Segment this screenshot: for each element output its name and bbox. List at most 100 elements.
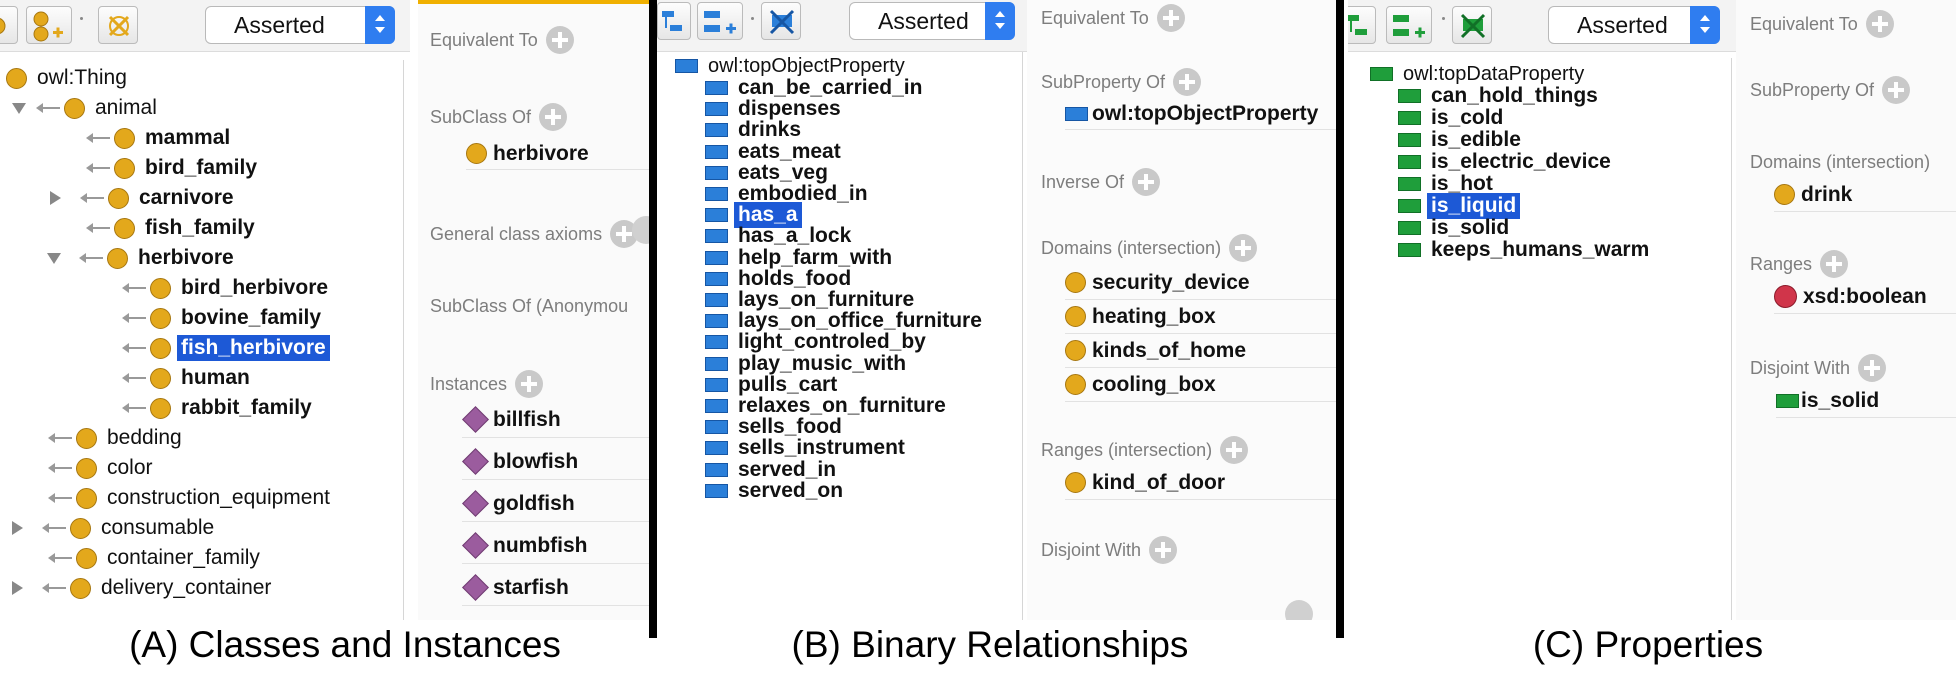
tree-node[interactable]: has_a [705,201,802,229]
tree-node[interactable]: is_solid [1398,214,1513,242]
tree-node[interactable]: embodied_in [705,180,872,208]
tree-node-fish-family[interactable]: fish_family [86,214,259,242]
add-sibling-class-button[interactable] [26,6,72,44]
tree-node-color[interactable]: color [48,454,157,482]
add-icon[interactable] [1285,600,1313,620]
add-sub-property-button[interactable] [657,2,691,40]
tree-node-delivery-container[interactable]: delivery_container [12,574,275,602]
add-sibling-property-button[interactable] [697,2,743,40]
tree-node-carnivore[interactable]: carnivore [50,184,238,212]
tree-node-mammal[interactable]: mammal [86,124,234,152]
tree-node-herbivore[interactable]: herbivore [47,244,238,272]
add-subclass-button[interactable] [0,6,18,44]
toolbar-separator [751,17,754,20]
add-icon[interactable] [545,26,574,54]
add-icon[interactable] [1173,68,1202,96]
expand-icon[interactable] [50,191,61,205]
add-icon[interactable] [1229,234,1258,262]
hierarchy-mode-select[interactable]: Asserted [1548,6,1720,44]
tree-node-owl-thing[interactable]: owl:Thing [6,64,131,92]
tree-node[interactable]: is_electric_device [1398,148,1615,176]
add-icon[interactable] [1858,354,1887,382]
expand-icon[interactable] [12,521,23,535]
tree-node-construction-equipment[interactable]: construction_equipment [48,484,334,512]
delete-property-button[interactable] [1452,6,1492,44]
add-icon[interactable] [1882,76,1911,104]
tree-node-animal[interactable]: animal [12,94,161,122]
delete-class-button[interactable] [98,6,138,44]
subclass-item[interactable]: herbivore [466,138,650,170]
tree-node-container-family[interactable]: container_family [48,544,264,572]
tree-node-bovine-family[interactable]: bovine_family [122,304,325,332]
tree-node[interactable]: served_on [705,477,847,505]
tree-node[interactable]: is_cold [1398,104,1507,132]
domain-item[interactable]: kinds_of_home [1065,334,1336,368]
tree-node-human[interactable]: human [122,364,254,392]
tree-node[interactable]: is_liquid [1398,192,1521,220]
collapse-icon[interactable] [12,102,26,114]
add-icon[interactable] [539,103,568,131]
tree-node[interactable]: lays_on_office_furniture [705,307,986,335]
tree-node-bird-family[interactable]: bird_family [86,154,261,182]
tree-node[interactable]: is_hot [1398,170,1497,198]
add-icon[interactable] [1156,4,1185,32]
add-icon[interactable] [1220,436,1249,464]
domain-item[interactable]: security_device [1065,266,1336,300]
section-equivalent-to: Equivalent To [1750,10,1894,38]
tree-node[interactable]: holds_food [705,265,855,293]
tree-node[interactable]: play_music_with [705,350,910,378]
range-item[interactable]: kind_of_door [1065,466,1336,500]
delete-property-button[interactable] [761,2,801,40]
add-icon[interactable] [1820,250,1849,278]
tree-node[interactable]: can_hold_things [1398,82,1602,110]
expand-icon[interactable] [12,581,23,595]
add-subclass-icon [0,18,6,34]
range-item[interactable]: xsd:boolean [1774,280,1956,314]
tree-node-rabbit-family[interactable]: rabbit_family [122,394,316,422]
add-sub-property-button[interactable] [1348,6,1376,44]
instance-item[interactable]: starfish [462,570,650,606]
tree-node[interactable]: eats_veg [705,159,832,187]
tree-node[interactable]: pulls_cart [705,371,841,399]
tree-node-bird-herbivore[interactable]: bird_herbivore [122,274,332,302]
add-sibling-property-button[interactable] [1386,6,1432,44]
domain-item[interactable]: drink [1774,178,1956,212]
domain-item[interactable]: cooling_box [1065,368,1336,402]
add-icon[interactable] [1132,168,1161,196]
tree-node-consumable[interactable]: consumable [12,514,218,542]
instance-item[interactable]: billfish [462,402,650,438]
tree-node[interactable]: eats_meat [705,138,845,166]
instance-item[interactable]: numbfish [462,528,650,564]
tree-connector [122,283,146,293]
domain-item[interactable]: heating_box [1065,300,1336,334]
tree-node[interactable]: drinks [705,116,805,144]
add-icon[interactable] [515,370,544,398]
subproperty-item[interactable]: owl:topObjectProperty [1065,98,1336,130]
tree-node[interactable]: has_a_lock [705,222,855,250]
tree-node[interactable]: dispenses [705,95,845,123]
tree-node[interactable]: is_edible [1398,126,1525,154]
hierarchy-mode-select[interactable]: Asserted [205,6,395,44]
tree-connector [122,343,146,353]
instance-item[interactable]: goldfish [462,486,650,522]
tree-node[interactable]: relaxes_on_furniture [705,392,950,420]
tree-node[interactable]: sells_instrument [705,434,909,462]
add-icon[interactable] [1149,536,1178,564]
tree-node[interactable]: help_farm_with [705,244,896,272]
tree-node-bedding[interactable]: bedding [48,424,186,452]
add-icon[interactable] [632,216,650,244]
tree-node[interactable]: keeps_humans_warm [1398,236,1653,264]
tree-node[interactable]: sells_food [705,413,846,441]
instance-item[interactable]: blowfish [462,444,650,480]
tree-node[interactable]: can_be_carried_in [705,74,926,102]
disjoint-item[interactable]: is_solid [1776,384,1956,418]
hierarchy-mode-select[interactable]: Asserted [849,2,1015,40]
add-icon[interactable] [1865,10,1894,38]
collapse-icon[interactable] [47,252,61,264]
tree-node-fish-herbivore[interactable]: fish_herbivore [122,334,330,362]
tree-node[interactable]: light_controled_by [705,328,930,356]
tree-node[interactable]: served_in [705,456,840,484]
tree-node-top-data-property[interactable]: owl:topDataProperty [1370,60,1588,88]
tree-node[interactable]: lays_on_furniture [705,286,918,314]
tree-node-top-object-property[interactable]: owl:topObjectProperty [675,52,909,80]
